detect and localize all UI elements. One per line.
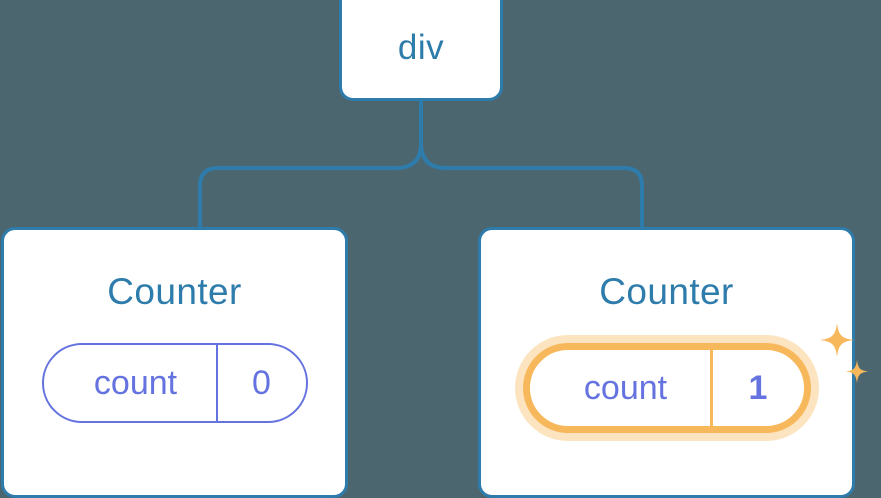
sparkle-large-icon: [819, 323, 854, 357]
connector-trunk: [198, 99, 423, 229]
connector-branch-right: [419, 141, 644, 229]
sparkle-small-icon: [845, 360, 868, 383]
node-counter-left[interactable]: Counter count 0: [1, 227, 348, 498]
sparkles-icon: [819, 323, 868, 383]
state-key-left: count: [93, 364, 178, 402]
node-div-label: div: [397, 28, 445, 67]
state-pill-right[interactable]: count 1: [522, 343, 811, 433]
state-pill-left-wrap: count 0: [41, 343, 308, 423]
state-value-right: 1: [709, 350, 804, 426]
state-value-left: 0: [215, 345, 306, 421]
node-counter-left-title: Counter: [107, 271, 242, 312]
node-counter-right[interactable]: Counter count 1: [478, 227, 868, 498]
state-key-right: count: [583, 369, 668, 407]
state-pill-left[interactable]: count 0: [41, 343, 308, 423]
node-counter-right-title: Counter: [599, 271, 734, 312]
state-pill-right-wrap: count 1: [522, 323, 868, 433]
node-div[interactable]: div: [339, 0, 503, 101]
